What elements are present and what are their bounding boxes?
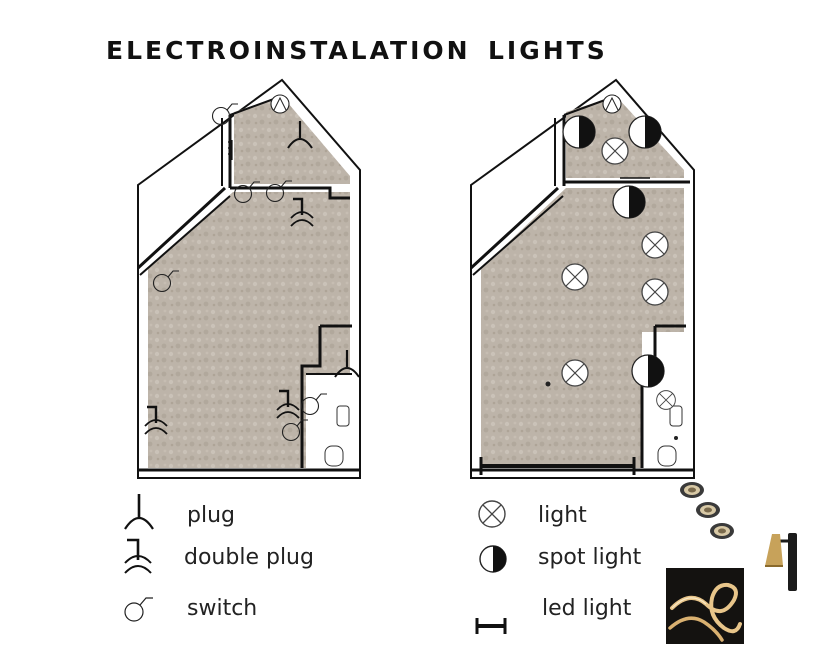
light-symbol (656, 390, 676, 410)
switch-symbol (270, 94, 290, 114)
legend-led-light-icon (475, 618, 507, 634)
legend-plug-icon (124, 494, 154, 530)
led-light-symbol (479, 457, 636, 475)
legend-switch-label: switch (187, 596, 258, 621)
spot-light-symbol (612, 185, 646, 219)
legend-double-plug-icon (124, 538, 152, 574)
spot-light-symbol (631, 354, 665, 388)
light-symbol (641, 231, 669, 259)
electroinstallation-title: ELECTROINSTALATION (106, 36, 471, 65)
lights-title: LIGHTS (488, 36, 608, 65)
legend-led-light-label: led light (542, 596, 632, 621)
legend-plug-label: plug (187, 503, 235, 528)
light-symbol (601, 137, 629, 165)
lights-floor-plan (469, 78, 695, 479)
legend-switch-icon (124, 597, 153, 622)
light-symbol (561, 263, 589, 291)
light-symbol (641, 278, 669, 306)
legend-spot-light-label: spot light (538, 545, 642, 570)
legend-light-icon (478, 500, 506, 528)
wall-lamp-image (765, 533, 797, 591)
legend-light-label: light (538, 503, 587, 528)
legend-spot-light-icon (479, 545, 507, 573)
legend-double-plug-label: double plug (184, 545, 314, 570)
spot-light-fixtures-image (680, 482, 734, 539)
led-strip-photo (666, 568, 744, 644)
spot-light-symbol (562, 115, 596, 149)
light-symbol (561, 359, 589, 387)
electro-floor-plan (136, 78, 361, 479)
spot-light-symbol (628, 115, 662, 149)
